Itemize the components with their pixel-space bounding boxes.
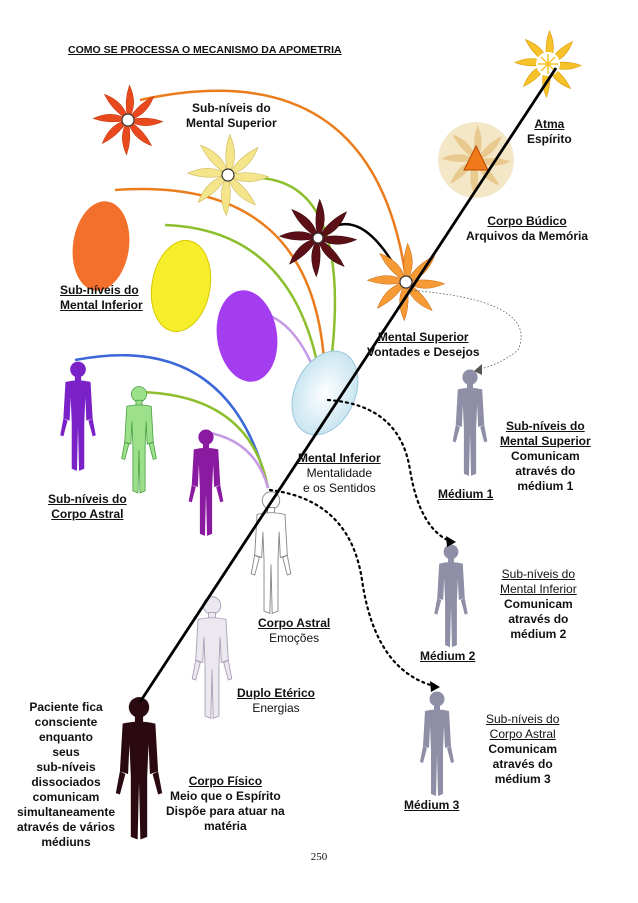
label-paciente: Paciente fica consciente enquanto seus s… bbox=[16, 700, 116, 849]
arrowhead-icon bbox=[430, 681, 440, 692]
label-corpo-astral: Corpo Astral Emoções bbox=[258, 616, 331, 645]
thin-dotted-arrow-medium-1 bbox=[407, 289, 522, 371]
label-sub-corpo-astral: Sub-níveis do Corpo Astral bbox=[48, 492, 127, 521]
label-medium-2: Médium 2 bbox=[420, 649, 476, 663]
page-number: 250 bbox=[310, 851, 328, 863]
red-flower-icon bbox=[92, 84, 164, 156]
yellow-oval bbox=[150, 239, 212, 333]
orange-connector bbox=[139, 89, 407, 273]
label-medium-1: Médium 1 bbox=[438, 487, 494, 501]
label-medium-3: Médium 3 bbox=[404, 798, 460, 812]
dotted-arrow-medium-2 bbox=[326, 398, 454, 544]
blue-violet-astral-figure bbox=[60, 361, 96, 471]
green-connector bbox=[164, 223, 324, 391]
atma-sun-icon bbox=[514, 30, 582, 98]
label-mental-inferior: Mental Inferior Mentalidade e os Sentido… bbox=[298, 451, 381, 495]
label-atma: Atma Espírito bbox=[527, 117, 572, 146]
orange-connector bbox=[114, 187, 327, 381]
corpo-budico-icon bbox=[438, 122, 514, 198]
label-sub-mental-inferior: Sub-níveis do Mental Inferior bbox=[60, 283, 143, 312]
purple-astral-figure bbox=[188, 429, 224, 536]
label-duplo-eterico: Duplo Etérico Energias bbox=[237, 686, 316, 715]
main-axis-line bbox=[138, 67, 558, 703]
mental-inferior-sphere bbox=[291, 350, 359, 436]
label-corpo-fisico: Corpo Físico Meio que o Espírito Dispõe … bbox=[166, 774, 285, 833]
corpo-fisico-figure bbox=[115, 697, 163, 840]
label-medium-2-info: Sub-níveis do Mental Inferior Comunicam … bbox=[500, 567, 577, 641]
lilac-connector bbox=[204, 430, 270, 489]
green-astral-figure bbox=[121, 385, 157, 494]
dark-red-flower-icon bbox=[278, 198, 358, 278]
label-medium-3-info: Sub-níveis do Corpo Astral Comunicam atr… bbox=[486, 712, 560, 786]
orange-oval bbox=[72, 201, 130, 291]
dotted-arrow-medium-3 bbox=[268, 488, 436, 688]
medium-3-figure bbox=[420, 691, 454, 796]
violet-oval bbox=[216, 290, 278, 382]
label-medium-1-info: Sub-níveis do Mental Superior Comunicam … bbox=[500, 419, 591, 493]
yellow-flower-icon bbox=[187, 134, 269, 216]
green-connector bbox=[139, 390, 270, 489]
label-sub-mental-superior: Sub-níveis do Mental Superior bbox=[186, 101, 277, 130]
orange-flower-icon bbox=[366, 242, 446, 322]
label-mental-superior: Mental Superior Vontades e Desejos bbox=[367, 330, 480, 359]
medium-1-figure bbox=[452, 369, 488, 476]
medium-2-figure bbox=[434, 544, 468, 648]
corpo-astral-figure bbox=[250, 491, 292, 615]
arrowhead-icon bbox=[474, 364, 482, 375]
arrowhead-icon bbox=[446, 536, 456, 547]
diagram-title: COMO SE PROCESSA O MECANISMO DA APOMETRI… bbox=[68, 44, 342, 56]
label-corpo-budico: Corpo Búdico Arquivos da Memória bbox=[466, 214, 589, 243]
